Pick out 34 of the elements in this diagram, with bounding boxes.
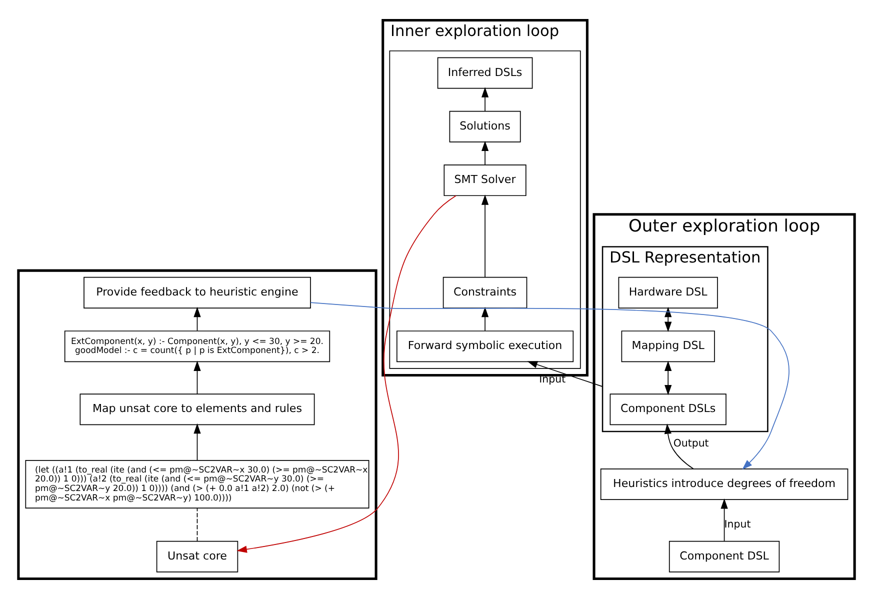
arrow xyxy=(481,87,489,112)
arrow xyxy=(481,194,489,278)
edge-label: Input xyxy=(539,374,566,386)
node-box: Mapping DSL xyxy=(621,330,715,362)
arrow xyxy=(194,423,201,461)
node-box: Inferred DSLs xyxy=(437,57,533,89)
arrow xyxy=(481,140,489,166)
arrow xyxy=(664,360,672,396)
arrow xyxy=(664,306,672,332)
cluster xyxy=(17,269,378,580)
arrow xyxy=(664,424,694,470)
arrow xyxy=(720,498,728,542)
node-box: ExtComponent(x, y) :- Component(x, y), y <= 30, y >= 20. goodModel :- c = count({ p | p is ExtComponent}), c > 2. xyxy=(64,330,330,362)
connector xyxy=(196,508,198,542)
arrow xyxy=(527,361,603,387)
node-box: Provide feedback to heuristic engine xyxy=(84,276,311,308)
node-box: (let ((a!1 (to_real (ite (and (<= pm@~SC2VAR~x 30.0) (>= pm@~SC2VAR~x 20.0)) 1 0))) (a!2 (to_real (ite (and (<= pm@~SC2VAR~y 30.0) (>= pm@~SC2VAR~y 20.0)) 1 0)))) (and (> (+ 0.0 a!1 a!2) 2.0) (not (> (+ pm@~SC2VAR~x pm@~SC2VAR~y) 100.0)))) xyxy=(25,460,370,509)
arrow xyxy=(236,195,456,553)
node-box: Unsat core xyxy=(156,540,238,572)
node-box: Solutions xyxy=(449,110,521,142)
node-box: Heuristics introduce degrees of freedom xyxy=(600,468,848,500)
node-box: Forward symbolic execution xyxy=(396,330,574,362)
edge-label: Input xyxy=(724,519,751,530)
arrow xyxy=(481,306,489,332)
edge-label: Output xyxy=(673,438,709,450)
node-box: Component DSL xyxy=(668,540,780,572)
node-box: Component DSLs xyxy=(610,394,726,426)
node-box: Constraints xyxy=(442,276,528,308)
node-box: SMT Solver xyxy=(444,164,526,196)
node-box: Map unsat core to elements and rules xyxy=(80,394,315,426)
arrow xyxy=(310,302,790,470)
arrow xyxy=(194,360,201,394)
arrow xyxy=(194,306,201,332)
node-box: Hardware DSL xyxy=(618,276,718,308)
